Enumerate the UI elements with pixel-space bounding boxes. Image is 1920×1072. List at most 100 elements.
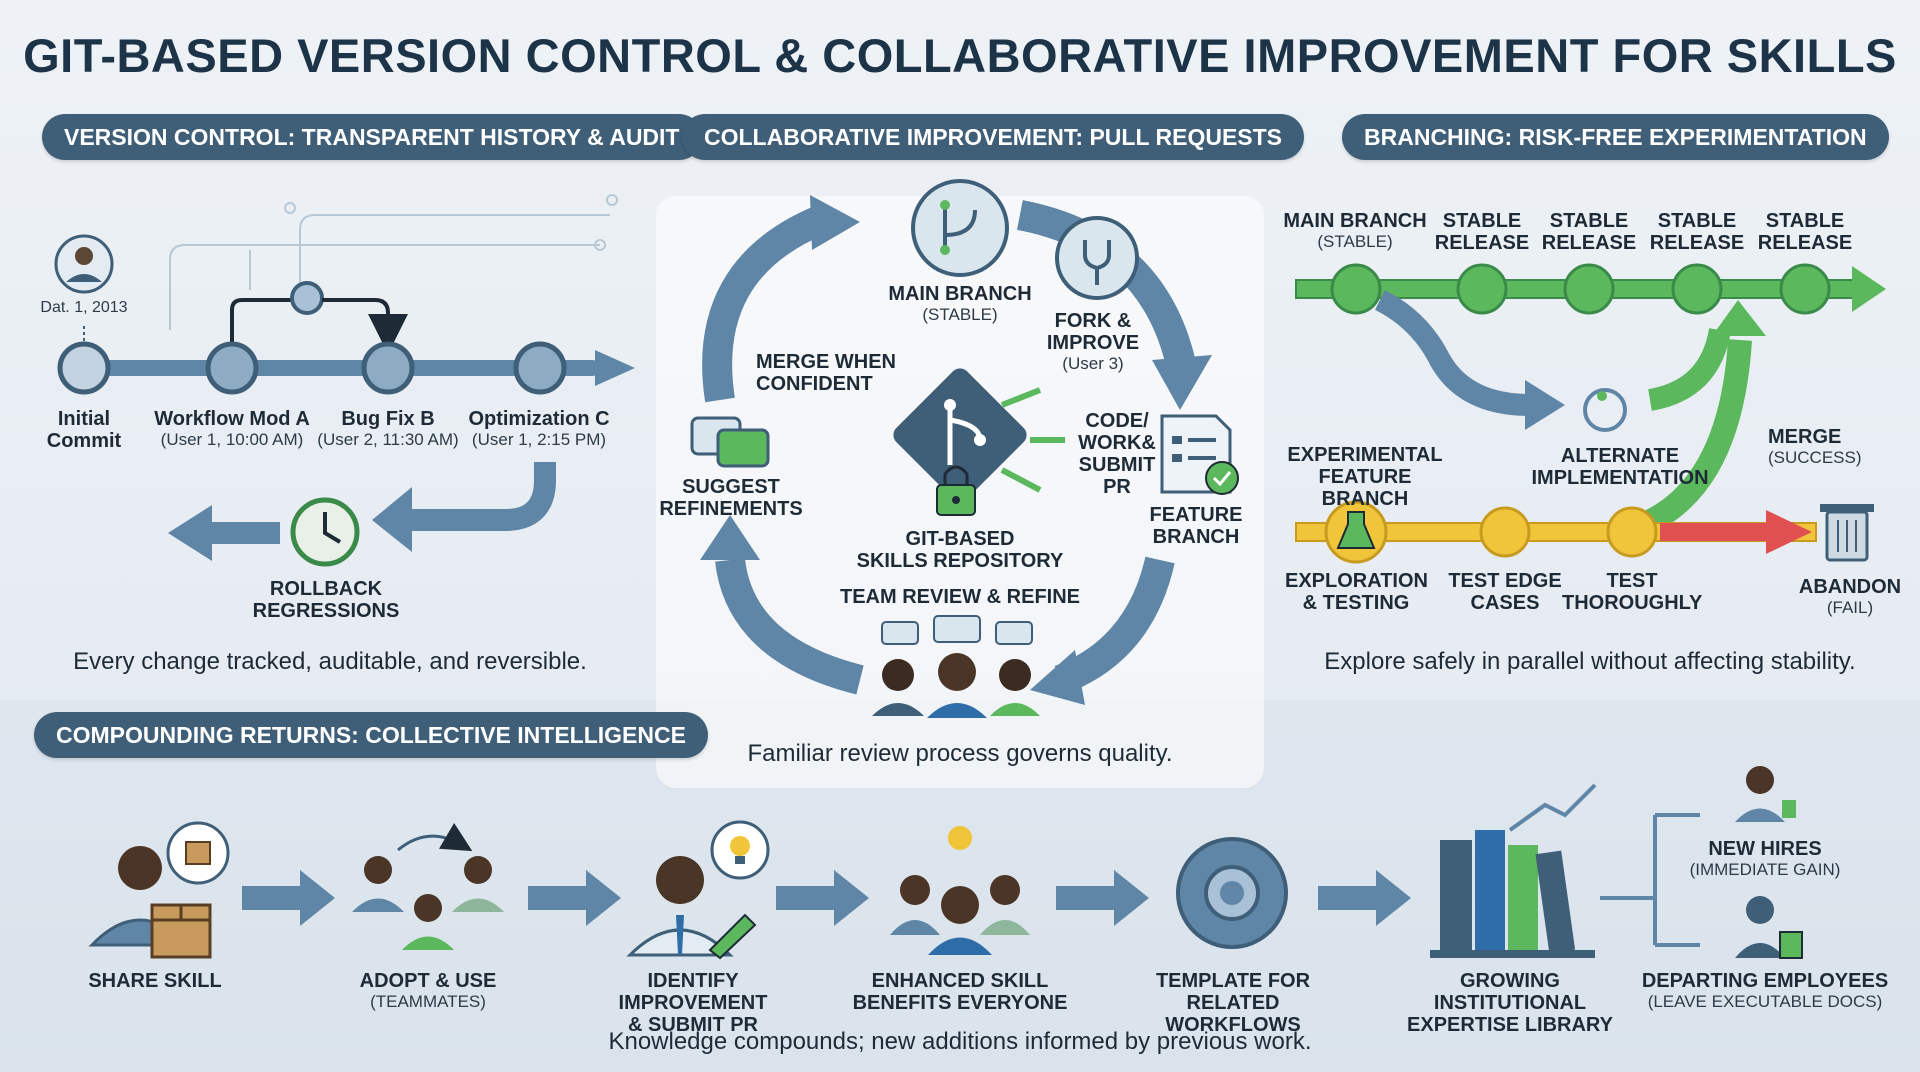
commit-node-bug-fix-b bbox=[361, 341, 415, 395]
step-sub: (TEAMMATES) bbox=[370, 992, 486, 1011]
rollback-arrow bbox=[410, 462, 556, 531]
step-line1: TEMPLATE FOR bbox=[1155, 970, 1311, 992]
commit-detail: (User 1, 2:15 PM) bbox=[471, 430, 607, 449]
experiment-nodes bbox=[1324, 500, 1658, 564]
books-icon bbox=[1430, 783, 1597, 958]
flask-icon bbox=[1336, 511, 1376, 549]
collaborative-caption: Familiar review process governs quality. bbox=[747, 740, 1173, 767]
abandon-title: ABANDON bbox=[1798, 576, 1902, 598]
fork-icon bbox=[1055, 216, 1139, 300]
git-logo-icon bbox=[893, 368, 1027, 502]
commit-detail: (User 1, 10:00 AM) bbox=[160, 430, 304, 449]
step-line1: GROWING INSTITUTIONAL bbox=[1433, 970, 1587, 1014]
section-heading-collaborative: COLLABORATIVE IMPROVEMENT: PULL REQUESTS bbox=[682, 114, 1305, 160]
gear-icon bbox=[1176, 837, 1288, 949]
page-title: GIT-BASED VERSION CONTROL & COLLABORATIV… bbox=[23, 29, 1897, 82]
release-line2: RELEASE bbox=[1434, 232, 1530, 254]
step-line2: RELATED WORKFLOWS bbox=[1165, 992, 1301, 1036]
identify-improvement-icon bbox=[626, 820, 770, 960]
new-hires-sub: (IMMEDIATE GAIN) bbox=[1689, 860, 1841, 879]
branching-main-sub: (STABLE) bbox=[1317, 232, 1393, 251]
alternate-line2: IMPLEMENTATION bbox=[1531, 467, 1709, 489]
commit-node-initial bbox=[57, 341, 111, 395]
commit-name: Optimization C bbox=[468, 408, 610, 430]
suggest-line1: SUGGEST bbox=[682, 476, 780, 498]
commit-node-workflow-mod-a bbox=[205, 341, 259, 395]
main-branch-label: MAIN BRANCH (STABLE) bbox=[880, 283, 1040, 325]
user-icon bbox=[54, 234, 114, 294]
commit-name: Initial bbox=[57, 408, 111, 430]
test-edge-cases-label: TEST EDGE CASES bbox=[1445, 570, 1565, 614]
step-line1: ADOPT & USE bbox=[359, 970, 497, 992]
step-line2: EXPERTISE LIBRARY bbox=[1407, 1014, 1613, 1036]
stable-release-label-3: STABLE RELEASE bbox=[1647, 210, 1747, 254]
lightbulb-icon bbox=[730, 836, 750, 864]
commit-name-line2: Commit bbox=[46, 430, 122, 452]
section-heading-compounding: COMPOUNDING RETURNS: COLLECTIVE INTELLIG… bbox=[34, 712, 708, 758]
step-line1: ENHANCED SKILL bbox=[871, 970, 1049, 992]
code-pr-line3: SUBMIT bbox=[1078, 454, 1156, 476]
commit-label-workflow-mod-a: Workflow Mod A (User 1, 10:00 AM) bbox=[152, 408, 312, 450]
step-line1: IDENTIFY IMPROVEMENT bbox=[618, 970, 768, 1014]
branching-main-title: MAIN BRANCH bbox=[1283, 210, 1427, 232]
exploration-testing-label: EXPLORATION & TESTING bbox=[1285, 570, 1428, 614]
step-label-identify-improvement: IDENTIFY IMPROVEMENT & SUBMIT PR bbox=[572, 970, 814, 1036]
commit-node-optimization-c bbox=[513, 341, 567, 395]
merge-when-confident-label: MERGE WHEN CONFIDENT bbox=[756, 351, 916, 395]
merge-sub: (SUCCESS) bbox=[1768, 448, 1862, 467]
alternate-implementation-label: ALTERNATE IMPLEMENTATION bbox=[1525, 445, 1715, 489]
feature-branch-line2: BRANCH bbox=[1152, 526, 1240, 548]
step-label-expertise-library: GROWING INSTITUTIONAL EXPERTISE LIBRARY bbox=[1385, 970, 1635, 1036]
lock-icon bbox=[936, 465, 976, 516]
stable-release-label-2: STABLE RELEASE bbox=[1539, 210, 1639, 254]
repo-line1: GIT-BASED bbox=[905, 528, 1015, 550]
section-heading-branching: BRANCHING: RISK-FREE EXPERIMENTATION bbox=[1342, 114, 1889, 160]
rollback-line1: ROLLBACK bbox=[269, 578, 383, 600]
checklist-icon bbox=[1160, 414, 1239, 495]
commit-name: Bug Fix B bbox=[341, 408, 435, 430]
circuit-decoration bbox=[169, 194, 618, 330]
flow-arrows bbox=[242, 870, 1411, 926]
release-line1: STABLE bbox=[1657, 210, 1737, 232]
step-line2: BENEFITS EVERYONE bbox=[852, 992, 1068, 1014]
code-pr-line2: WORK& bbox=[1078, 432, 1156, 454]
step-label-share-skill: SHARE SKILL bbox=[60, 970, 250, 992]
departing-employees-label: DEPARTING EMPLOYEES (LEAVE EXECUTABLE DO… bbox=[1640, 970, 1890, 1012]
new-hires-title: NEW HIRES bbox=[1708, 838, 1822, 860]
commit-label-optimization-c: Optimization C (User 1, 2:15 PM) bbox=[464, 408, 614, 450]
test-edge-line2: CASES bbox=[1470, 592, 1540, 614]
stable-release-label-4: STABLE RELEASE bbox=[1755, 210, 1855, 254]
merge-success-label: MERGE (SUCCESS) bbox=[1768, 426, 1862, 468]
alternate-line1: ALTERNATE bbox=[1560, 445, 1680, 467]
release-line2: RELEASE bbox=[1757, 232, 1853, 254]
cycle-icon bbox=[1583, 388, 1627, 432]
test-thoroughly-line2: THOROUGHLY bbox=[1562, 592, 1703, 614]
enhanced-skill-team-icon bbox=[890, 826, 1030, 955]
team-icon bbox=[872, 615, 1040, 718]
new-hire-icon bbox=[1735, 766, 1796, 822]
new-hires-label: NEW HIRES (IMMEDIATE GAIN) bbox=[1680, 838, 1850, 880]
release-line1: STABLE bbox=[1765, 210, 1845, 232]
test-thoroughly-line1: TEST bbox=[1606, 570, 1658, 592]
fork-sub: (User 3) bbox=[1062, 354, 1124, 373]
commit-detail: (User 2, 11:30 AM) bbox=[317, 430, 459, 449]
repository-label: GIT-BASED SKILLS REPOSITORY bbox=[850, 528, 1070, 572]
section-heading-version-control: VERSION CONTROL: TRANSPARENT HISTORY & A… bbox=[42, 114, 702, 160]
compounding-caption: Knowledge compounds; new additions infor… bbox=[608, 1028, 1312, 1055]
commit-label-initial: Initial Commit bbox=[24, 408, 144, 452]
commit-date: Dat. 1, 2013 bbox=[40, 299, 128, 316]
share-skill-icon bbox=[88, 821, 230, 959]
experimental-branch-label: EXPERIMENTAL FEATURE BRANCH bbox=[1280, 444, 1450, 510]
feature-branch-line1: FEATURE bbox=[1149, 504, 1243, 526]
git-branch-icon bbox=[911, 179, 1009, 277]
release-line1: STABLE bbox=[1442, 210, 1522, 232]
exploration-line1: EXPLORATION bbox=[1285, 570, 1428, 592]
code-pr-line1: CODE/ bbox=[1085, 410, 1149, 432]
commit-name: Workflow Mod A bbox=[154, 408, 310, 430]
trash-icon bbox=[1820, 504, 1874, 562]
exploration-line2: & TESTING bbox=[1302, 592, 1410, 614]
branch-commit-node bbox=[290, 281, 324, 315]
fork-line1: FORK & bbox=[1054, 310, 1132, 332]
test-edge-line1: TEST EDGE bbox=[1448, 570, 1562, 592]
adopt-team-icon bbox=[352, 822, 504, 950]
